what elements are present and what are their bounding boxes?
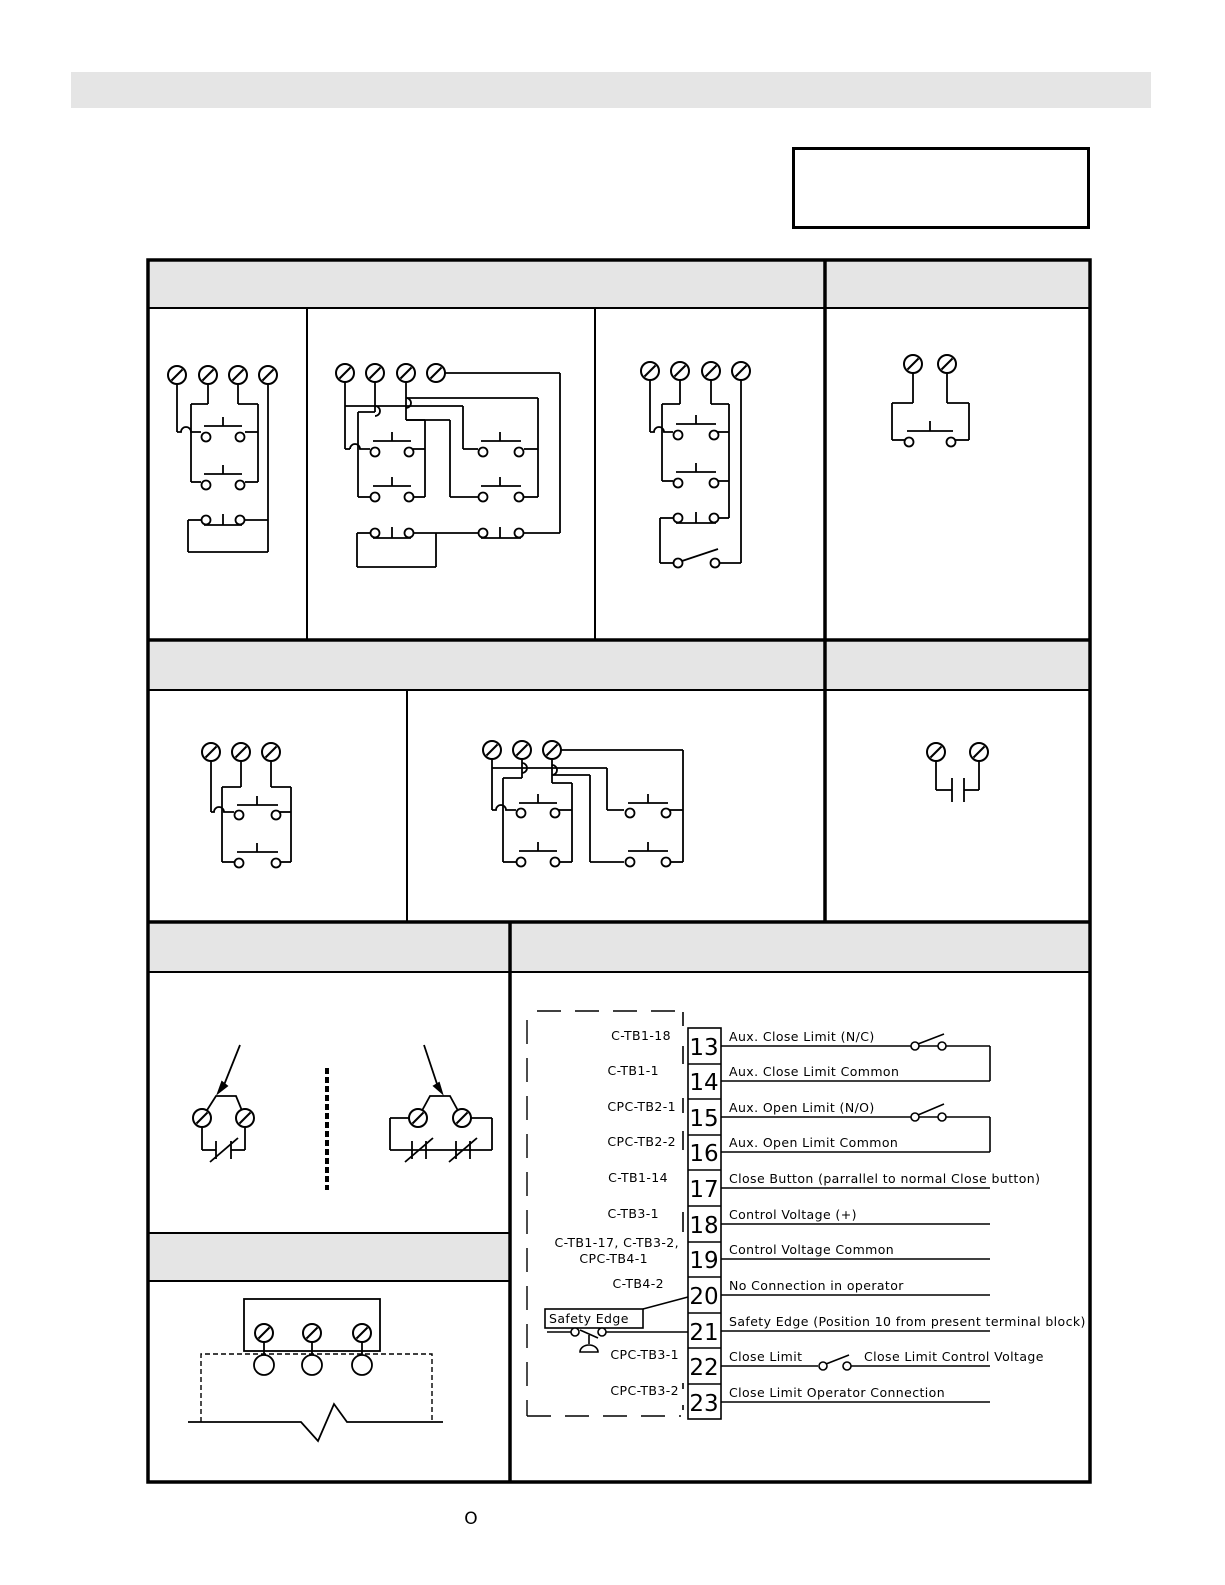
schematic-safety-edge-options [192, 1044, 493, 1190]
terminal-number: 23 [689, 1391, 718, 1417]
terminal-description: Safety Edge (Position 10 from present te… [729, 1314, 1086, 1329]
terminal-description: Close Limit Operator Connection [729, 1385, 945, 1400]
terminal-number: 16 [689, 1141, 718, 1167]
pushbutton-icon [624, 842, 672, 868]
source-label: CPC-TB4-1 [579, 1251, 648, 1266]
terminal-description: Aux. Close Limit (N/C) [729, 1029, 875, 1044]
terminal-dividers [688, 1063, 721, 1385]
source-label: C-TB1-1 [607, 1063, 659, 1078]
terminal-number: 15 [689, 1106, 718, 1132]
pushbutton-icon [477, 432, 525, 458]
terminal-block-diagram [526, 1010, 991, 1420]
pushbutton-icon [672, 415, 720, 441]
pushbutton-icon [515, 794, 561, 819]
terminal-sources: C-TB1-18 C-TB1-1 CPC-TB2-1 CPC-TB2-2 C-T… [554, 1028, 679, 1398]
source-label: C-TB3-1 [607, 1206, 659, 1221]
pushbutton-icon [672, 512, 720, 524]
limit-switch-icon [910, 1033, 947, 1051]
pushbutton-icon [477, 477, 525, 503]
terminal-description: Aux. Close Limit Common [729, 1064, 899, 1079]
schematic-single-button [891, 354, 970, 448]
pushbutton-icon [672, 463, 720, 489]
schematic-contact [926, 742, 989, 802]
terminal-description: Aux. Open Limit (N/O) [729, 1100, 875, 1115]
terminal-number: 18 [689, 1213, 718, 1239]
schematic-three-button-station [167, 365, 278, 553]
pushbutton-icon [200, 514, 246, 526]
source-label: CPC-TB2-1 [607, 1099, 676, 1114]
limit-switch-icon [818, 1354, 852, 1371]
pushbutton-icon [369, 527, 415, 539]
source-label: CPC-TB3-2 [610, 1383, 679, 1398]
pushbutton-icon [903, 421, 957, 448]
pushbutton-icon [233, 796, 282, 821]
source-label: C-TB1-17, C-TB3-2, [554, 1235, 679, 1250]
grid-frame [146, 258, 1092, 1484]
terminal-description: No Connection in operator [729, 1278, 904, 1293]
pushbutton-icon [200, 417, 246, 443]
limit-switch-icon [910, 1103, 947, 1122]
source-label: CPC-TB2-2 [607, 1134, 676, 1149]
pushbutton-icon [515, 842, 561, 868]
terminal-description: Close Limit [729, 1349, 802, 1364]
pushbutton-icon [369, 477, 415, 503]
safety-edge-label: Safety Edge [549, 1311, 629, 1326]
source-label: C-TB1-14 [608, 1170, 668, 1185]
schematic-station-with-switch [640, 361, 751, 569]
title-box [792, 147, 1090, 229]
source-label: C-TB4-2 [612, 1276, 664, 1291]
terminal-number: 19 [689, 1248, 718, 1274]
schematic-terminal-strip [188, 1298, 443, 1443]
terminal-number: 20 [689, 1284, 718, 1310]
schematic-two-station-open-close [482, 740, 684, 868]
source-label: C-TB1-18 [611, 1028, 671, 1043]
terminal-description: Control Voltage Common [729, 1242, 894, 1257]
header-bar [71, 72, 1151, 108]
close-limit-voltage-label: Close Limit Control Voltage [864, 1349, 1044, 1364]
page-mark: O [464, 1509, 477, 1529]
terminal-description: Close Button (parrallel to normal Close … [729, 1171, 1040, 1186]
pushbutton-icon [233, 843, 282, 869]
terminal-description: Control Voltage (+) [729, 1207, 857, 1222]
schematic-two-station-control [335, 363, 561, 568]
pushbutton-icon [200, 465, 246, 491]
schematic-two-button-station [201, 742, 292, 869]
terminal-number: 17 [689, 1177, 718, 1203]
terminal-number: 13 [689, 1035, 718, 1061]
terminal-description: Aux. Open Limit Common [729, 1135, 898, 1150]
limit-switch-icon [672, 548, 721, 569]
pushbutton-icon [624, 794, 672, 819]
terminal-number: 21 [689, 1320, 718, 1346]
terminal-number: 22 [689, 1355, 718, 1381]
terminal-descriptions: Aux. Close Limit (N/C) Aux. Close Limit … [549, 1029, 1086, 1400]
pushbutton-icon [477, 527, 525, 539]
pushbutton-icon [369, 432, 415, 458]
terminal-numbers: 13 14 15 16 17 18 19 20 21 22 23 [689, 1035, 718, 1417]
source-label: CPC-TB3-1 [610, 1347, 679, 1362]
terminal-number: 14 [689, 1070, 718, 1096]
